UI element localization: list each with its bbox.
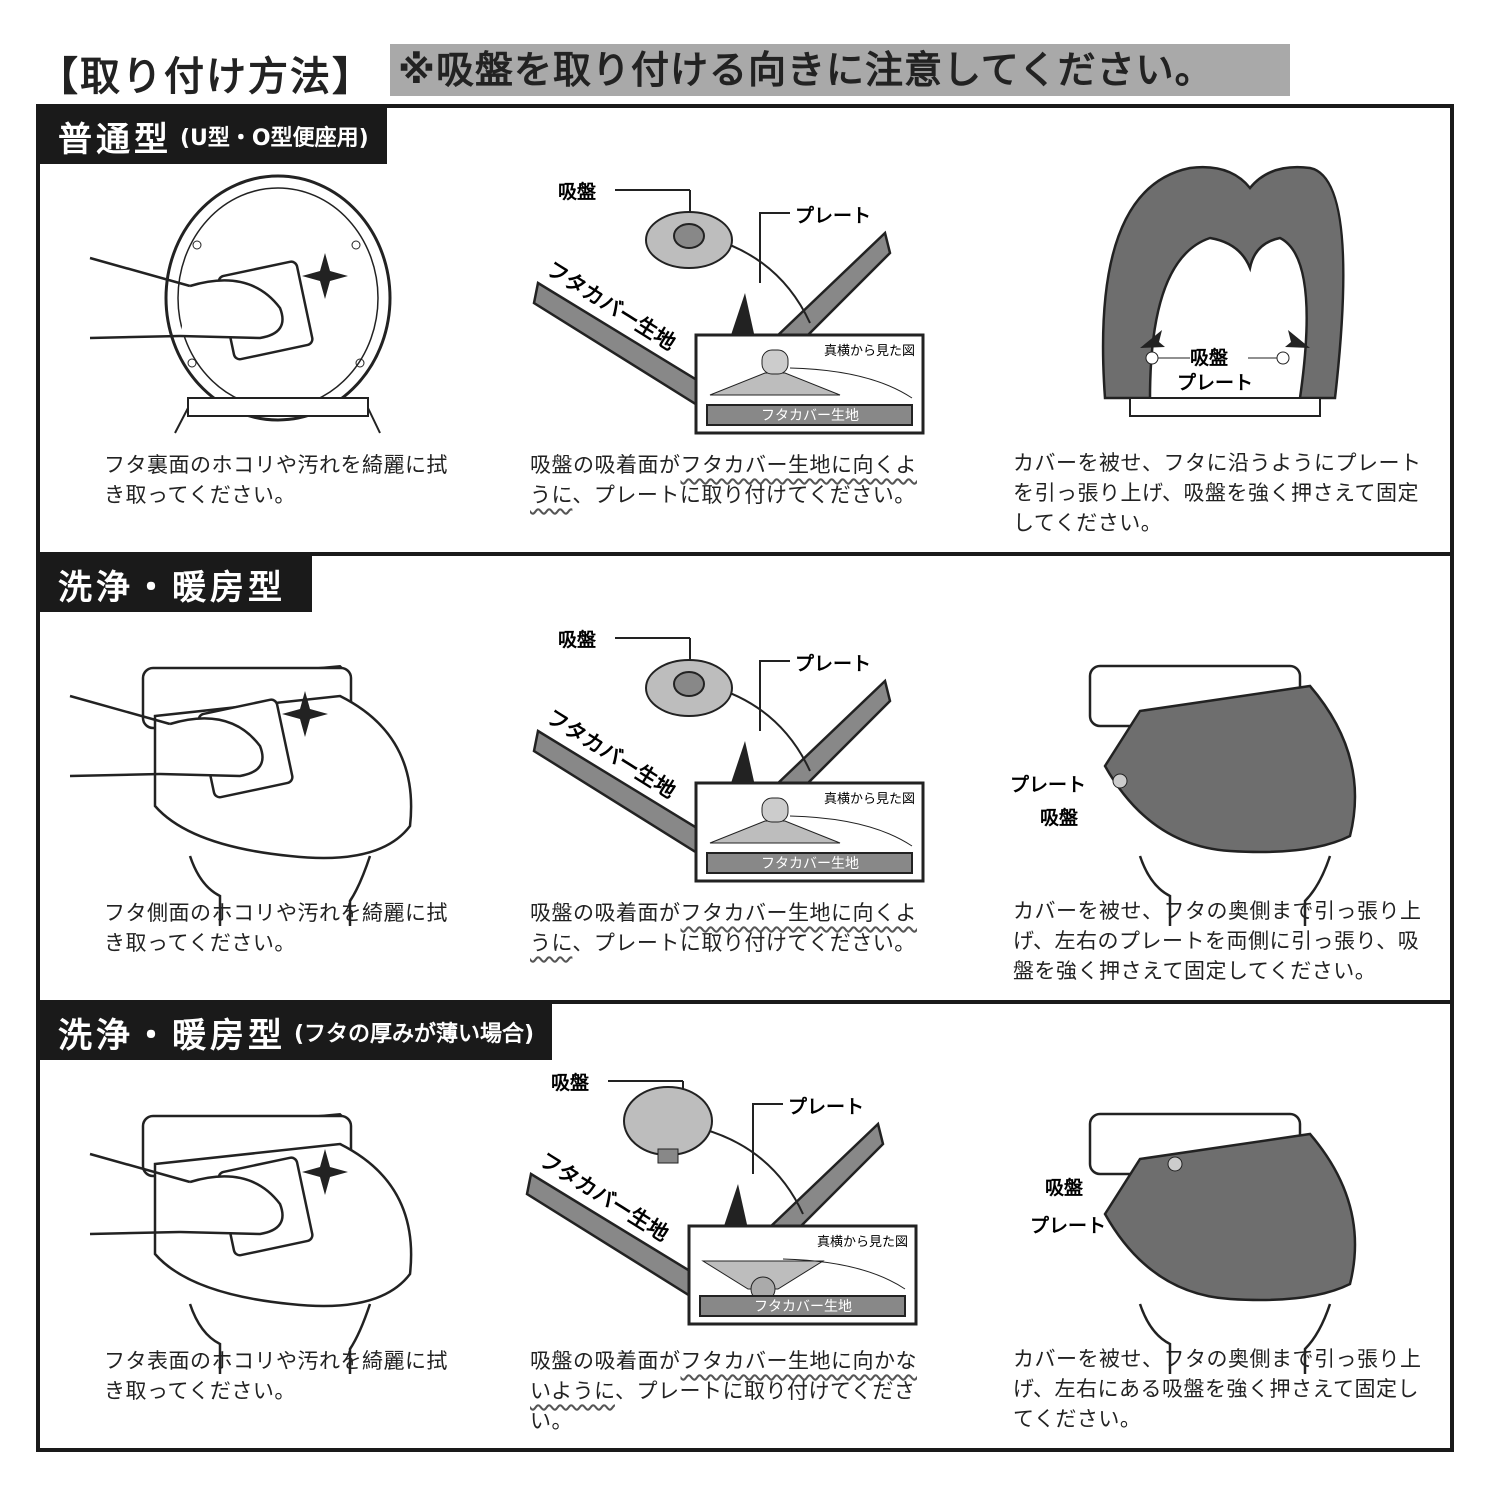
instruction-frame: 吸盤 プレート フタカバー生地 真横から見た図 フタカバー生地 吸盤 プレート …	[36, 104, 1454, 1452]
hand-wiping-icon	[69, 694, 294, 799]
plate-label: プレート	[795, 652, 871, 675]
plate-label: プレート	[1010, 773, 1086, 796]
page-title: 【取り付け方法】	[38, 54, 374, 100]
inset-fabric-label: フタカバー生地	[761, 856, 859, 872]
step-caption: カバーを被せ、フタの奥側まで引っ張り上げ、左右にある吸盤を強く押さえて固定してく…	[1013, 1347, 1422, 1431]
step-caption: フタ表面のホコリや汚れを綺麗に拭き取ってください。	[104, 1349, 448, 1403]
suction-label: 吸盤	[558, 628, 597, 651]
inset-fabric-label: フタカバー生地	[761, 408, 859, 424]
section-1: 吸盤 プレート フタカバー生地 真横から見た図 フタカバー生地 吸盤 プレート …	[40, 108, 1450, 556]
section-header: 普通型(U型・O型便座用)	[40, 108, 387, 164]
sparkle-icon	[302, 1149, 348, 1195]
step-caption: フタ側面のホコリや汚れを綺麗に拭き取ってください。	[104, 901, 448, 955]
orientation-notice: ※吸盤を取り付ける向きに注意してください。	[390, 44, 1290, 96]
covered-lid	[1101, 166, 1345, 417]
arrow-icon	[1285, 330, 1310, 348]
step-caption: カバーを被せ、フタに沿うようにプレートを引っ張り上げ、吸盤を強く押さえて固定して…	[1013, 451, 1422, 535]
side-view-label: 真横から見た図	[824, 792, 915, 807]
plate	[702, 1128, 804, 1215]
sparkle-icon	[302, 253, 348, 299]
step-illustrations: 吸盤 プレート フタカバー生地 真横から見た図 フタカバー生地 プレート 吸盤	[69, 628, 1357, 926]
sparkle-icon	[282, 691, 328, 737]
step-illustrations: 吸盤 プレート フタカバー生地 真横から見た図 フタカバー生地 吸盤 プレート	[89, 166, 1345, 435]
suction-label: 吸盤	[1040, 806, 1079, 829]
covered-washlet-lid	[1088, 1112, 1357, 1374]
step-caption: カバーを被せ、フタの奥側まで引っ張り上げ、左右のプレートを両側に引っ張り、吸盤を…	[1013, 899, 1422, 983]
side-view-inset: 真横から見た図 フタカバー生地	[687, 1224, 918, 1326]
arrow-icon	[1140, 330, 1165, 348]
section-header: 洗浄・暖房型	[40, 556, 312, 612]
step-caption: フタ裏面のホコリや汚れを綺麗に拭き取ってください。	[104, 453, 448, 507]
inset-fabric-label: フタカバー生地	[754, 1299, 852, 1315]
plate-label: プレート	[788, 1095, 864, 1118]
hand-wiping-icon	[89, 1152, 314, 1257]
side-view-inset: 真横から見た図 フタカバー生地	[694, 781, 925, 883]
plate-label: プレート	[1177, 371, 1253, 394]
step-caption: 吸盤の吸着面がフタカバー生地に向くように、プレートに取り付けてください。	[530, 901, 917, 955]
section-header: 洗浄・暖房型(フタの厚みが薄い場合)	[40, 1004, 553, 1060]
suction-label: 吸盤	[1045, 1176, 1084, 1199]
suction-label: 吸盤	[558, 180, 597, 203]
suction-label: 吸盤	[551, 1071, 590, 1094]
section-2: 吸盤 プレート フタカバー生地 真横から見た図 フタカバー生地 プレート 吸盤 …	[40, 556, 1450, 1004]
side-view-label: 真横から見た図	[824, 344, 915, 359]
plate-label: プレート	[795, 204, 871, 227]
step-caption: 吸盤の吸着面がフタカバー生地に向かないように、プレートに取り付けてください。	[530, 1349, 917, 1433]
side-view-inset: 真横から見た図 フタカバー生地	[694, 333, 925, 435]
step-caption: 吸盤の吸着面がフタカバー生地に向くように、プレートに取り付けてください。	[530, 453, 917, 507]
side-view-label: 真横から見た図	[817, 1235, 908, 1250]
hand-wiping-icon	[89, 256, 314, 361]
plate-label: プレート	[1030, 1214, 1106, 1237]
step-illustrations: 吸盤 プレート フタカバー生地 真横から見た図 フタカバー生地 吸盤 プレート	[89, 1071, 1357, 1374]
suction-label: 吸盤	[1190, 346, 1229, 369]
section-3: 吸盤 プレート フタカバー生地 真横から見た図 フタカバー生地 吸盤 プレート …	[40, 1004, 1450, 1452]
covered-washlet-lid	[1088, 664, 1357, 926]
